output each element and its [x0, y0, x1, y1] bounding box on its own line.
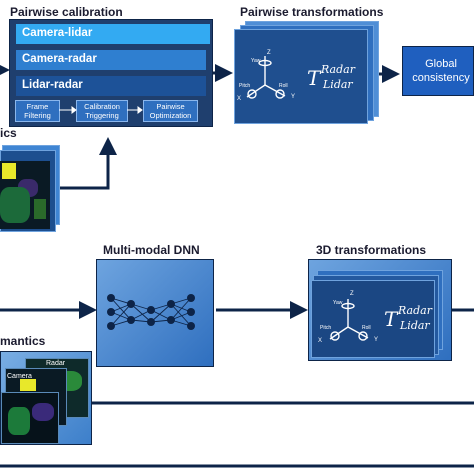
axis-yaw-label: Yaw — [251, 58, 261, 64]
axis-pitch-label-3d: Pitch — [320, 325, 332, 331]
step-pairwise-optimization: Pairwise Optimization — [143, 100, 198, 122]
transformations-3d-box: Z Yaw Pitch Roll X Y T Radar Lidar — [308, 259, 452, 361]
axis-z-label-3d: Z — [350, 291, 354, 297]
axis-pitch-label: Pitch — [239, 83, 251, 89]
axis-y-label: Y — [291, 94, 296, 100]
global-consistency-box: Global consistency — [402, 46, 474, 96]
axes-diagram-3d — [329, 299, 369, 341]
semantic-region-green — [0, 187, 30, 223]
transform-symbol: T — [307, 66, 321, 90]
axis-roll-label-3d: Roll — [362, 325, 371, 331]
camera-layer-label: Camera — [7, 373, 32, 380]
transform-superscript-3d: Radar — [398, 304, 432, 317]
axis-yaw-label-3d: Yaw — [333, 300, 343, 306]
neural-network-icon — [107, 294, 195, 330]
fused-layer — [1, 392, 59, 444]
axis-z-label: Z — [267, 50, 271, 56]
step-calibration-triggering: Calibration Triggering — [76, 100, 128, 122]
pairwise-calibration-box: Camera-lidar Camera-radar Lidar-radar Fr… — [9, 19, 213, 127]
arrow-semantics-to-calibration — [60, 137, 117, 190]
transform-subscript-3d: Lidar — [400, 319, 430, 332]
global-consistency-label: Global consistency — [412, 58, 470, 84]
dnn-box — [96, 259, 214, 367]
step-frame-filtering: Frame Filtering — [15, 100, 60, 122]
transform-subscript: Lidar — [323, 78, 353, 91]
axis-x-label-3d: X — [318, 338, 323, 344]
fused-region-green — [8, 407, 30, 435]
axis-y-label-3d: Y — [374, 337, 379, 343]
fused-region-purple — [32, 403, 54, 421]
transform-symbol-3d: T — [384, 307, 398, 331]
dnn-title: Multi-modal DNN — [103, 243, 200, 257]
pair-camera-radar: Camera-radar — [16, 50, 206, 70]
semantics-top-title: ics — [0, 126, 17, 140]
semantics-image-top — [0, 161, 50, 229]
transform-superscript: Radar — [321, 63, 355, 76]
semantic-region-lime — [34, 199, 46, 219]
pairwise-transformations-title: Pairwise transformations — [240, 5, 384, 19]
transform-formula: T Radar Lidar — [307, 63, 355, 91]
semantics-top-stack — [0, 145, 62, 237]
transform-formula-3d: T Radar Lidar — [384, 304, 432, 332]
radar-layer-label: Radar — [46, 360, 66, 367]
semantics-bottom-title: mantics — [0, 334, 46, 348]
semantics-bottom-box: Radar Camera — [0, 351, 92, 445]
pairwise-calibration-title: Pairwise calibration — [10, 5, 123, 19]
pair-camera-lidar: Camera-lidar — [16, 24, 210, 44]
transform-card-front: Z Yaw Pitch Roll X Y T Radar Lidar — [234, 29, 368, 124]
axes-diagram-top — [246, 56, 286, 99]
semantic-region-yellow — [2, 163, 16, 179]
pair-lidar-radar: Lidar-radar — [16, 76, 206, 96]
axis-roll-label: Roll — [279, 83, 288, 89]
t3d-card-front: Z Yaw Pitch Roll X Y T Radar Lidar — [311, 280, 435, 358]
axis-x-label: X — [237, 96, 242, 102]
camera-region-yellow — [20, 379, 36, 391]
transformations-3d-title: 3D transformations — [316, 243, 427, 257]
